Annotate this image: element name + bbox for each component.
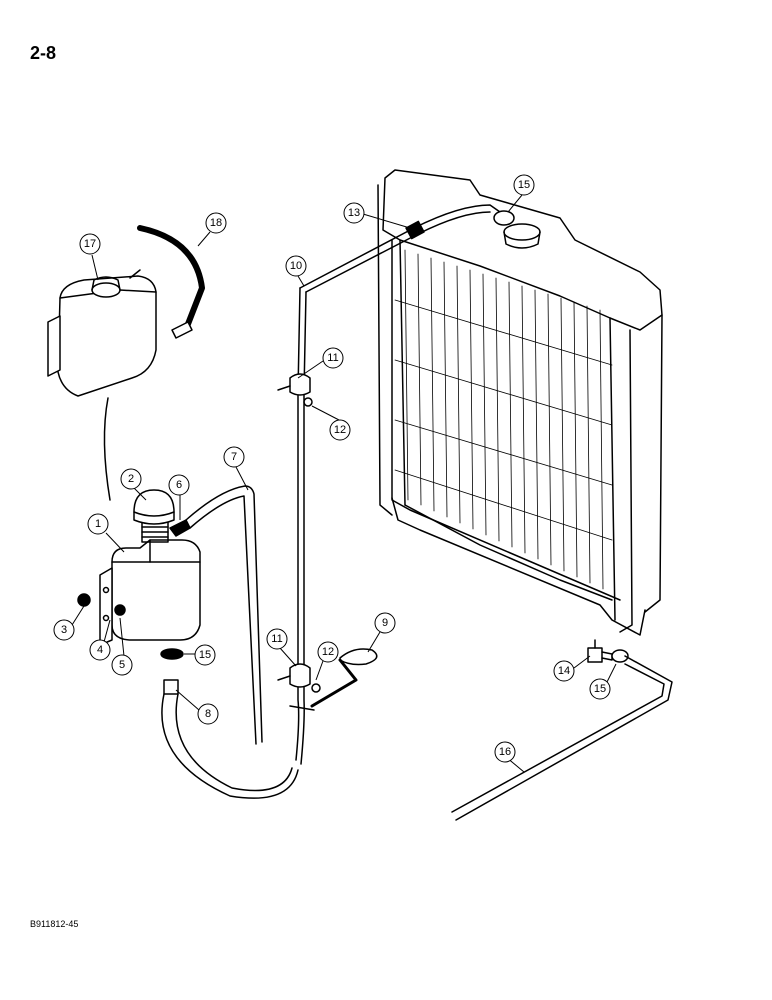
elbow-fitting <box>169 519 191 537</box>
svg-text:13: 13 <box>348 207 360 219</box>
svg-text:12: 12 <box>334 424 346 436</box>
callout-5: 5 <box>111 654 133 676</box>
strap <box>289 648 378 711</box>
svg-text:8: 8 <box>205 708 211 720</box>
svg-text:1: 1 <box>95 518 101 530</box>
svg-text:2: 2 <box>128 473 134 485</box>
reservoir-cap <box>133 489 175 525</box>
callout-18: 18 <box>205 212 227 234</box>
svg-text:18: 18 <box>210 217 222 229</box>
callout-8: 8 <box>197 703 219 725</box>
callout-2: 2 <box>120 468 142 490</box>
document-code: B911812-45 <box>30 919 79 929</box>
svg-text:15: 15 <box>518 179 530 191</box>
vent-hose <box>185 485 263 745</box>
callout-15-tank: 15 <box>194 644 216 666</box>
callout-14: 14 <box>553 660 575 682</box>
callout-16: 16 <box>494 741 516 763</box>
svg-text:7: 7 <box>231 451 237 463</box>
svg-text:9: 9 <box>382 617 388 629</box>
callout-11-lower: 11 <box>266 628 288 650</box>
radiator-core <box>394 249 613 590</box>
svg-text:16: 16 <box>499 746 511 758</box>
callout-15-drain: 15 <box>589 678 611 700</box>
svg-text:11: 11 <box>271 633 282 645</box>
callout-4: 4 <box>89 639 111 661</box>
svg-text:10: 10 <box>290 260 302 272</box>
washer <box>77 593 91 607</box>
callout-7: 7 <box>223 446 245 468</box>
svg-text:3: 3 <box>61 624 67 636</box>
callout-9: 9 <box>374 612 396 634</box>
callout-1: 1 <box>87 513 109 535</box>
hose-clip-lower <box>277 663 321 693</box>
reservoir-tank <box>99 521 201 646</box>
svg-text:4: 4 <box>97 644 103 656</box>
callout-13: 13 <box>343 202 365 224</box>
coolant-hose <box>137 225 205 339</box>
svg-text:5: 5 <box>119 659 125 671</box>
callouts: 1 2 3 4 5 6 7 8 9 10 11 11 12 12 13 14 1… <box>53 174 611 763</box>
nut <box>114 604 126 616</box>
hose-clip-upper <box>277 373 313 407</box>
drain-hose-surge <box>103 397 111 501</box>
radiator <box>377 169 663 636</box>
drain-valve <box>587 639 629 663</box>
callout-12-lower: 12 <box>317 641 339 663</box>
callout-12-upper: 12 <box>329 419 351 441</box>
hose-clamp <box>160 648 184 660</box>
callout-11-upper: 11 <box>322 347 344 369</box>
drain-hose <box>451 655 673 821</box>
callout-17: 17 <box>79 233 101 255</box>
callout-15-top: 15 <box>513 174 535 196</box>
callout-3: 3 <box>53 619 75 641</box>
callout-6: 6 <box>168 474 190 496</box>
svg-text:15: 15 <box>199 649 211 661</box>
svg-text:6: 6 <box>176 479 182 491</box>
overflow-hose-upper <box>295 204 501 765</box>
svg-text:11: 11 <box>327 352 338 364</box>
svg-text:15: 15 <box>594 683 606 695</box>
lower-hose <box>161 679 299 799</box>
surge-tank <box>47 269 157 397</box>
svg-text:17: 17 <box>84 238 96 250</box>
page-number: 2-8 <box>30 43 57 63</box>
svg-text:12: 12 <box>322 646 334 658</box>
callout-10: 10 <box>285 255 307 277</box>
hose-clamp-top <box>493 210 515 226</box>
svg-text:14: 14 <box>558 665 570 677</box>
